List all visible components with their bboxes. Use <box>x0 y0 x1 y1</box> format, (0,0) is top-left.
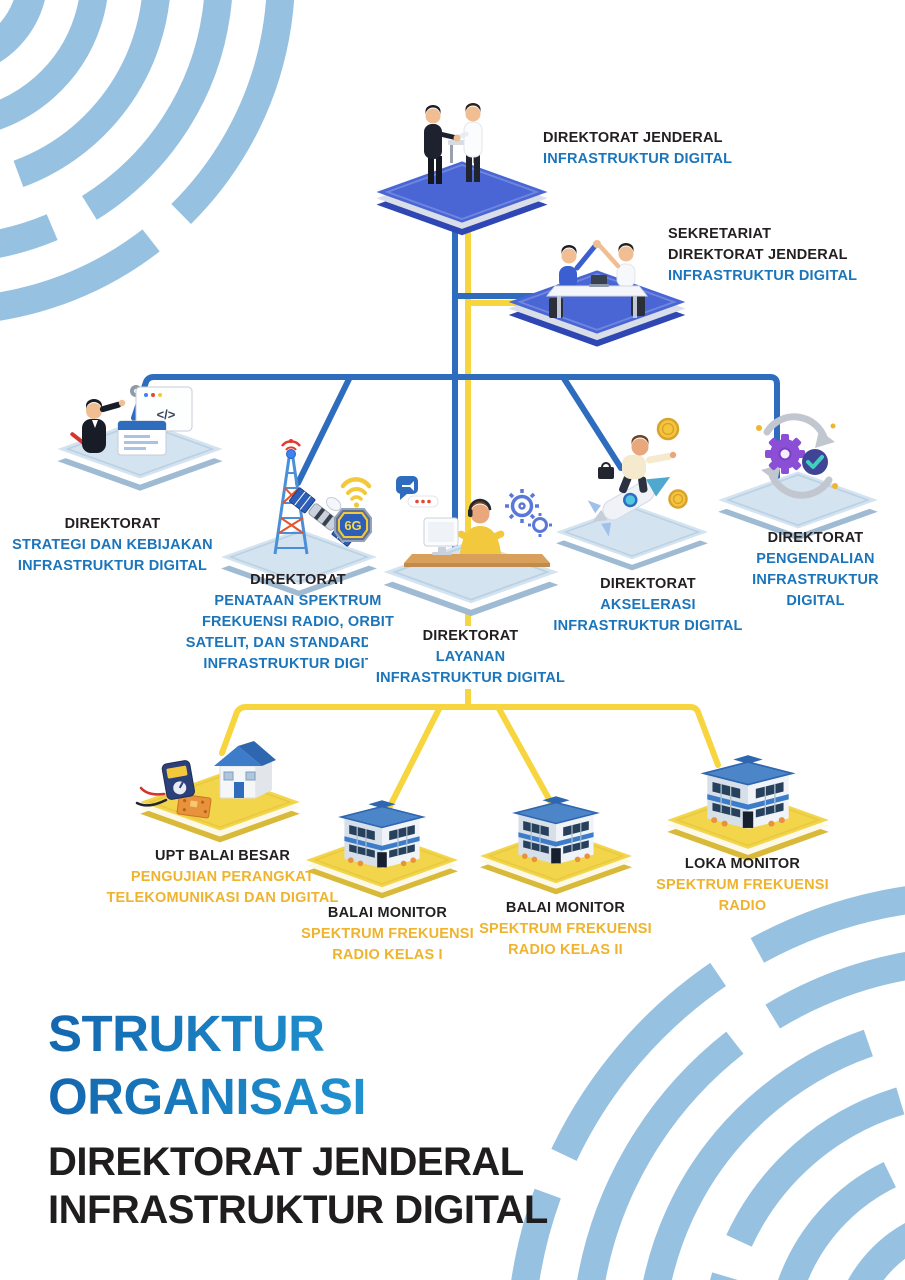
label-line-black: BALAI MONITOR <box>505 900 626 916</box>
gear-icon <box>765 434 805 474</box>
label-pengendalian: DIREKTORAT PENGENDALIAN INFRASTRUKTUR DI… <box>723 528 905 612</box>
label-layanan: DIREKTORAT LAYANAN INFRASTRUKTUR DIGITAL <box>368 626 573 689</box>
label-line-gold: PENGUJIAN PERANGKAT <box>130 869 315 885</box>
gold-dot <box>756 425 762 431</box>
handshake-illustration <box>424 103 483 184</box>
label-line-blue: AKSELERASI <box>600 597 696 613</box>
label-line-gold: RADIO KELAS II <box>508 942 623 958</box>
label-line-blue: PENGENDALIAN <box>756 551 875 567</box>
multimeter-icon <box>135 760 195 807</box>
label-line-black: DIREKTORAT <box>767 530 864 546</box>
node-dirjen <box>362 78 562 248</box>
check-icon <box>802 449 828 475</box>
building-illustration <box>337 799 427 869</box>
6g-badge: 6G <box>334 508 372 542</box>
label-balai1: BALAI MONITOR SPEKTRUM FREKUENSI RADIO K… <box>285 903 490 966</box>
developer-illustration: </> <box>70 385 193 456</box>
poster-title-line3: DIREKTORAT JENDERAL <box>48 1140 524 1184</box>
label-balai2: BALAI MONITOR SPEKTRUM FREKUENSI RADIO K… <box>463 898 668 961</box>
businessman-illustration <box>598 435 677 494</box>
node-pengendalian <box>705 398 895 548</box>
label-loka: LOKA MONITOR SPEKTRUM FREKUENSI RADIO <box>640 854 845 917</box>
poster-title-line1: STRUKTUR <box>48 1002 548 1065</box>
label-line-black: BALAI MONITOR <box>327 905 448 921</box>
gold-dot <box>830 423 836 429</box>
service-agent-illustration <box>457 498 505 554</box>
node-upt <box>128 722 313 862</box>
meeting-highfive-illustration <box>545 240 649 318</box>
code-glyph: </> <box>157 407 176 422</box>
label-line-gold: SPEKTRUM FREKUENSI <box>301 926 474 942</box>
label-line-black: DIREKTORAT <box>250 572 346 588</box>
building-illustration <box>699 754 797 830</box>
label-line-black: SEKRETARIAT <box>668 226 772 242</box>
node-sekretariat <box>497 188 697 358</box>
label-penataan: DIREKTORAT PENATAAN SPEKTRUM FREKUENSI R… <box>178 570 418 675</box>
label-line-gold: RADIO KELAS I <box>332 947 443 963</box>
label-upt: UPT BALAI BESAR PENGUJIAN PERANGKAT TELE… <box>95 846 350 909</box>
label-line-black: DIREKTORAT <box>600 576 696 592</box>
gear-icon <box>505 489 552 537</box>
poster-title: STRUKTUR ORGANISASI DIREKTORAT JENDERAL … <box>48 1002 548 1234</box>
label-line-blue: INFRASTRUKTUR DIGITAL <box>543 151 733 167</box>
label-akselerasi: DIREKTORAT AKSELERASI INFRASTRUKTUR DIGI… <box>533 574 763 637</box>
refresh-arrows-icon <box>761 413 835 499</box>
label-line-black: DIREKTORAT JENDERAL <box>668 247 848 263</box>
node-layanan <box>370 462 570 627</box>
label-line-blue: INFRASTRUKTUR DIGITAL <box>553 618 743 634</box>
label-line-blue: INFRASTRUKTUR <box>752 572 879 588</box>
label-line-blue: STRATEGI DAN KEBIJAKAN <box>12 537 213 553</box>
circuit-board-icon <box>176 793 212 819</box>
label-line-black: DIREKTORAT JENDERAL <box>543 130 723 146</box>
label-strategi: DIREKTORAT STRATEGI DAN KEBIJAKAN INFRAS… <box>10 514 215 577</box>
label-line-gold: SPEKTRUM FREKUENSI <box>479 921 652 937</box>
yellow-connector-tree <box>219 192 721 813</box>
label-line-blue: PENATAAN SPEKTRUM <box>214 593 382 609</box>
node-penataan: 6G <box>205 428 395 608</box>
label-line-blue: FREKUENSI RADIO, ORBIT <box>201 614 395 630</box>
platform <box>555 503 709 572</box>
coin-icon <box>656 417 688 509</box>
wifi-icon <box>340 477 372 508</box>
label-line-black: DIREKTORAT <box>422 628 519 644</box>
6g-badge-text: 6G <box>344 518 361 533</box>
label-line-gold: RADIO <box>718 898 767 914</box>
label-line-blue: LAYANAN <box>435 649 506 665</box>
node-balai2 <box>469 758 644 903</box>
label-line-black: LOKA MONITOR <box>684 856 801 872</box>
node-akselerasi <box>540 413 725 581</box>
poster-title-line2: ORGANISASI <box>48 1065 548 1128</box>
label-line-gold: TELEKOMUNIKASI DAN DIGITAL <box>106 890 339 906</box>
node-strategi: </> <box>40 385 240 500</box>
label-line-blue: DIGITAL <box>786 593 845 609</box>
label-line-blue: INFRASTRUKTUR DIGITAL <box>668 268 858 284</box>
gold-dot <box>832 483 838 489</box>
poster-title-line4: INFRASTRUKTUR DIGITAL <box>48 1188 548 1232</box>
label-dirjen: DIREKTORAT JENDERAL INFRASTRUKTUR DIGITA… <box>543 128 773 170</box>
label-line-blue: INFRASTRUKTUR DIGITAL <box>375 670 566 686</box>
label-line-black: UPT BALAI BESAR <box>154 848 291 864</box>
label-line-blue: INFRASTRUKTUR DIGITAL <box>203 656 393 672</box>
arc-pattern-bottom-right <box>506 881 905 1280</box>
label-line-blue: SATELIT, DAN STANDARDISASI <box>185 635 411 651</box>
house-illustration <box>214 741 276 799</box>
chat-bubble-icon <box>396 476 439 508</box>
building-illustration <box>511 795 601 865</box>
label-line-gold: SPEKTRUM FREKUENSI <box>656 877 829 893</box>
desk-illustration <box>404 517 550 567</box>
node-loka <box>650 722 850 872</box>
label-line-black: DIREKTORAT <box>64 516 161 532</box>
label-sekretariat: SEKRETARIAT DIREKTORAT JENDERAL INFRASTR… <box>668 224 903 287</box>
label-line-blue: INFRASTRUKTUR DIGITAL <box>17 558 208 574</box>
